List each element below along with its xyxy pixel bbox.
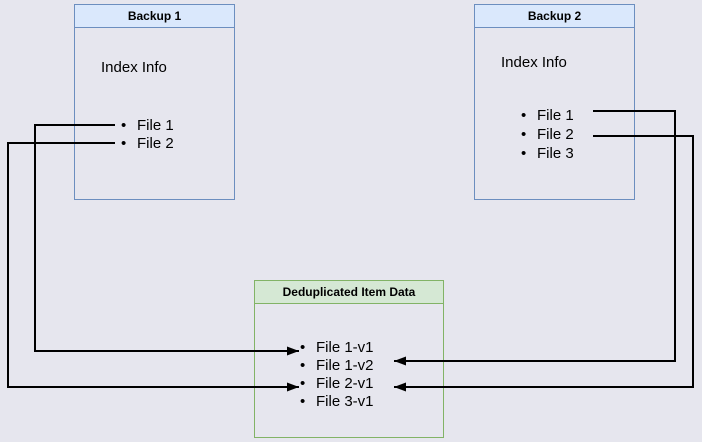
list-item: File 3-v1 — [300, 393, 374, 411]
list-item: File 1-v2 — [300, 357, 374, 375]
backup2-box: Backup 2 Index Info File 1 File 2 File 3 — [474, 4, 635, 200]
dedup-title: Deduplicated Item Data — [255, 281, 443, 304]
backup1-box: Backup 1 Index Info File 1 File 2 — [74, 4, 235, 200]
backup2-index-info-label: Index Info — [501, 54, 567, 71]
backup1-file-list: File 1 File 2 — [121, 117, 174, 153]
list-item: File 1 — [521, 106, 574, 125]
list-item: File 2 — [521, 125, 574, 144]
dedup-file-list: File 1-v1 File 1-v2 File 2-v1 File 3-v1 — [300, 339, 374, 411]
backup2-file-list: File 1 File 2 File 3 — [521, 106, 574, 163]
list-item: File 1-v1 — [300, 339, 374, 357]
list-item: File 1 — [121, 117, 174, 135]
backup2-title: Backup 2 — [475, 5, 634, 28]
backup1-title: Backup 1 — [75, 5, 234, 28]
list-item: File 3 — [521, 144, 574, 163]
list-item: File 2 — [121, 135, 174, 153]
list-item: File 2-v1 — [300, 375, 374, 393]
backup1-index-info-label: Index Info — [101, 59, 167, 76]
deduplicated-item-data-box: Deduplicated Item Data File 1-v1 File 1-… — [254, 280, 444, 438]
